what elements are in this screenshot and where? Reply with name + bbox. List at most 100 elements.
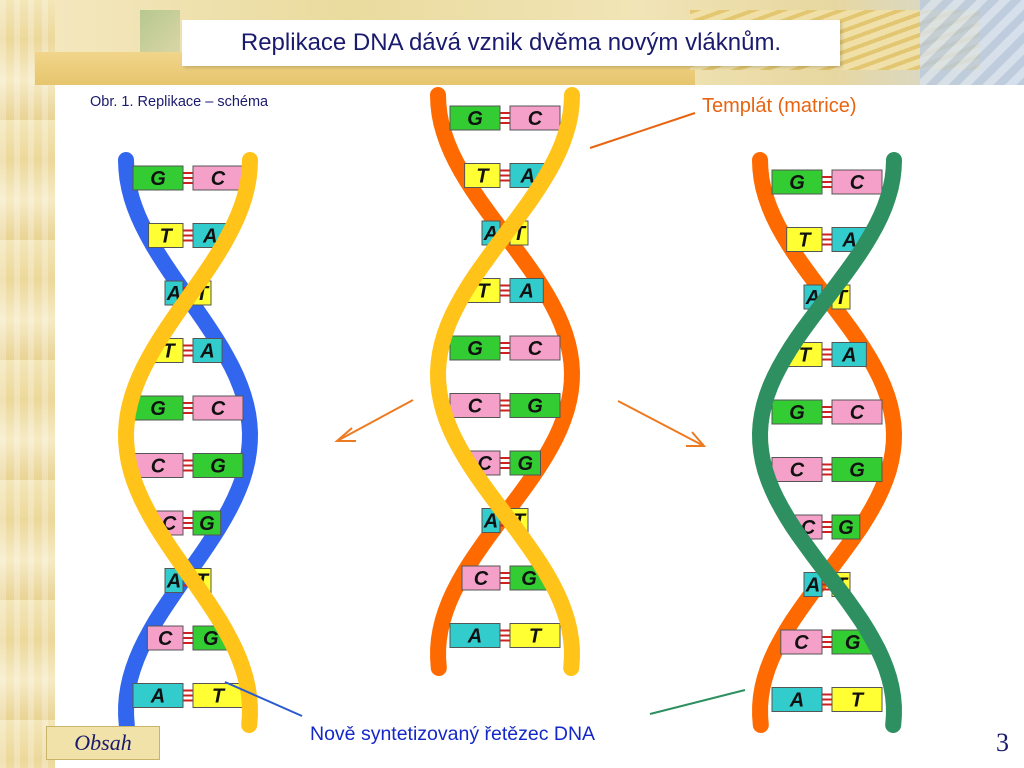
base-G: G <box>831 514 861 540</box>
base-letter: C <box>794 632 809 654</box>
base-letter: G <box>467 108 483 130</box>
obsah-button[interactable]: Obsah <box>46 726 160 760</box>
base-letter: G <box>521 568 537 590</box>
title-box: Replikace DNA dává vznik dvěma novým vlá… <box>182 20 840 66</box>
template-label: Templát (matrice) <box>702 95 857 117</box>
base-G: G <box>192 510 222 536</box>
base-A: A <box>509 278 544 303</box>
background-left-texture <box>0 0 55 768</box>
base-letter: T <box>529 626 543 648</box>
base-G: G <box>132 165 184 191</box>
base-letter: G <box>789 172 805 194</box>
base-A: A <box>803 572 823 597</box>
base-letter: C <box>474 568 489 590</box>
base-C: C <box>132 453 184 478</box>
base-letter: C <box>151 456 166 478</box>
base-letter: C <box>528 108 543 130</box>
base-A: A <box>192 223 228 248</box>
slide-title: Replikace DNA dává vznik dvěma novým vlá… <box>240 29 782 56</box>
base-letter: T <box>798 230 812 252</box>
base-letter: T <box>477 281 491 303</box>
base-G: G <box>771 169 823 195</box>
base-T: T <box>464 163 501 188</box>
base-A: A <box>192 338 223 363</box>
base-letter: A <box>805 575 820 597</box>
arrow-right-icon <box>617 400 707 447</box>
base-letter: C <box>468 396 483 418</box>
base-letter: G <box>789 402 805 424</box>
base-letter: G <box>517 453 533 475</box>
base-C: C <box>449 393 501 418</box>
base-letter: G <box>203 628 219 650</box>
base-letter: G <box>210 456 226 478</box>
base-letter: T <box>476 166 490 188</box>
base-letter: A <box>483 511 498 533</box>
base-T: T <box>192 683 244 708</box>
template-pointer-line <box>589 112 696 149</box>
figure-caption: Obr. 1. Replikace – schéma <box>90 94 269 110</box>
base-T: T <box>509 623 561 648</box>
base-letter: C <box>528 338 543 360</box>
base-letter: T <box>160 226 174 248</box>
base-A: A <box>831 342 867 367</box>
base-letter: T <box>212 686 226 708</box>
base-letter: A <box>841 230 856 252</box>
base-letter: A <box>519 166 534 188</box>
dna-strand-a <box>117 152 258 733</box>
base-letter: G <box>150 168 166 190</box>
base-A: A <box>771 687 823 712</box>
base-letter: C <box>158 628 173 650</box>
new-strand-pointer-line-left <box>224 681 303 717</box>
base-letter: A <box>150 686 165 708</box>
base-C: C <box>509 105 561 131</box>
base-letter: A <box>518 281 533 303</box>
connector-lines <box>224 112 746 717</box>
background-decoration <box>920 0 1024 85</box>
base-letter: C <box>211 398 226 420</box>
base-G: G <box>509 393 561 418</box>
base-letter: G <box>838 517 854 539</box>
base-G: G <box>132 395 184 421</box>
base-letter: A <box>789 690 804 712</box>
base-letter: C <box>850 172 865 194</box>
base-A: A <box>509 163 546 188</box>
dna-strand-a <box>429 87 580 676</box>
base-letter: G <box>467 338 483 360</box>
base-letter: G <box>199 513 215 535</box>
base-letter: C <box>850 402 865 424</box>
base-A: A <box>132 683 184 708</box>
base-letter: G <box>849 460 865 482</box>
new-strand-pointer-line-right <box>649 689 746 715</box>
base-letter: T <box>799 345 813 367</box>
base-T: T <box>148 223 184 248</box>
base-C: C <box>509 335 561 361</box>
arrow-left-icon <box>334 399 414 442</box>
base-A: A <box>449 623 501 648</box>
background-decoration <box>140 10 180 55</box>
base-letter: T <box>162 341 176 363</box>
base-T: T <box>831 687 883 712</box>
base-G: G <box>449 105 501 131</box>
base-C: C <box>831 399 883 425</box>
base-letter: G <box>845 632 861 654</box>
